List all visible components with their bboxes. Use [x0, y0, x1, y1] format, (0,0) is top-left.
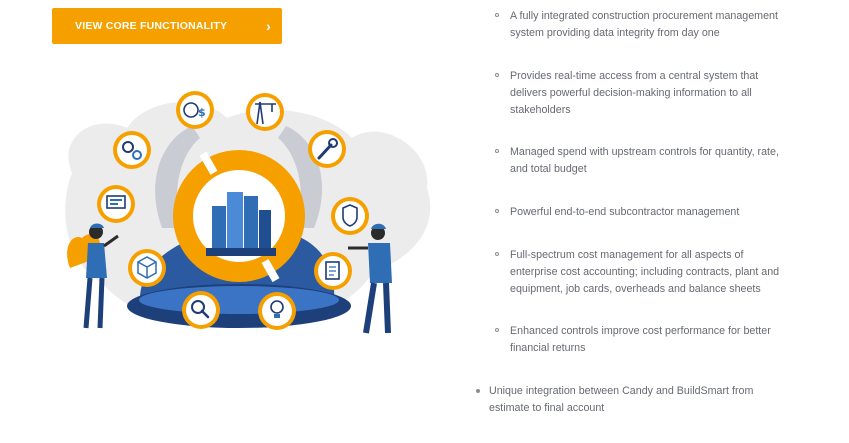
- list-item: Unique integration between Candy and Bui…: [476, 383, 774, 417]
- list-item-text: Enhanced controls improve cost performan…: [510, 325, 771, 354]
- magnifier-icon: [182, 291, 220, 329]
- list-item-text: Managed spend with upstream controls for…: [510, 146, 779, 175]
- central-buildings: [206, 192, 276, 256]
- bullet-icon: [495, 13, 499, 17]
- right-worker-figure: [348, 223, 392, 334]
- bullet-icon: [476, 389, 480, 393]
- crane-icon: [246, 93, 284, 131]
- cube-grid-icon: [128, 249, 166, 287]
- bullet-icon: [495, 252, 499, 256]
- view-core-functionality-label: VIEW CORE FUNCTIONALITY: [75, 20, 228, 32]
- chevron-right-icon: ›: [266, 18, 271, 34]
- list-item-text: Unique integration between Candy and Bui…: [489, 385, 754, 414]
- list-item: Enhanced controls improve cost performan…: [495, 323, 780, 357]
- document-icon: [314, 252, 352, 290]
- list-item: Full-spectrum cost management for all as…: [495, 247, 785, 298]
- clock-dollar-icon: $: [176, 91, 214, 129]
- svg-text:$: $: [198, 106, 206, 119]
- hook-shield-icon: [331, 197, 369, 235]
- bullet-icon: [495, 209, 499, 213]
- gears-icon: [113, 131, 151, 169]
- list-item-text: A fully integrated construction procurem…: [510, 10, 778, 39]
- bullet-icon: [495, 328, 499, 332]
- construction-hub-illustration: $: [65, 91, 431, 334]
- list-item: Provides real-time access from a central…: [495, 68, 775, 119]
- list-item-text: Provides real-time access from a central…: [510, 70, 759, 116]
- lightbulb-icon: [258, 292, 296, 330]
- list-item: A fully integrated construction procurem…: [495, 8, 785, 42]
- left-arch: [155, 126, 200, 228]
- wrench-icon: [308, 130, 346, 168]
- list-item-text: Powerful end-to-end subcontractor manage…: [510, 206, 740, 218]
- bullet-icon: [495, 149, 499, 153]
- list-item-text: Full-spectrum cost management for all as…: [510, 249, 780, 295]
- list-item: Managed spend with upstream controls for…: [495, 144, 790, 178]
- bullet-icon: [495, 73, 499, 77]
- left-worker-figure: [67, 223, 119, 329]
- view-core-functionality-button[interactable]: VIEW CORE FUNCTIONALITY ›: [52, 8, 282, 44]
- monitor-icon: [97, 185, 135, 223]
- list-item: Powerful end-to-end subcontractor manage…: [495, 204, 790, 221]
